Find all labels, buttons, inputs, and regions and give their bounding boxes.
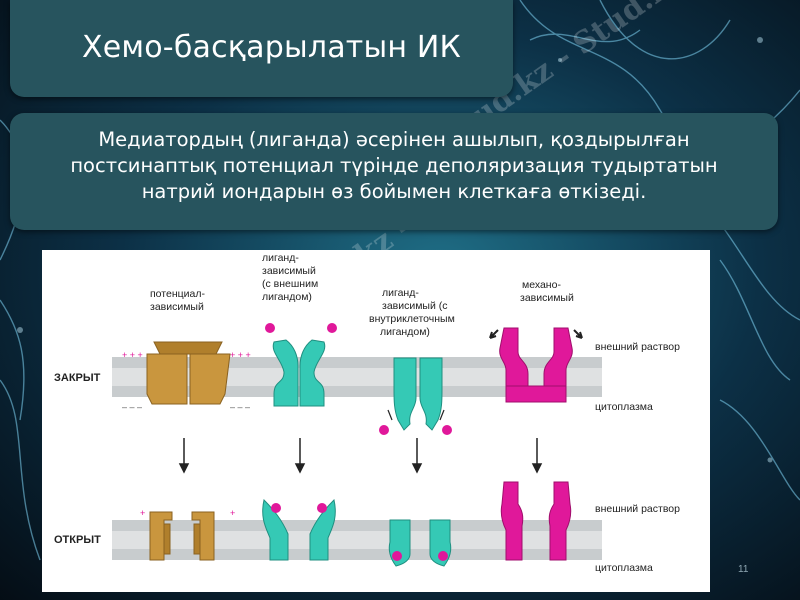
label-voltage-gated: потенциал- зависимый [150, 288, 205, 313]
state-closed-label: ЗАКРЫТ [54, 372, 101, 384]
ligand-gated-internal-channel-closed [393, 357, 443, 431]
svg-text:зависимый: зависимый [150, 301, 204, 313]
slide-title: Хемо-басқарылатын ИК [82, 30, 462, 65]
label-mechano-gated: механо- зависимый [520, 279, 574, 304]
state-open-label: ОТКРЫТ [54, 534, 101, 546]
minus-charges: – – – [122, 402, 142, 412]
description-line: постсинаптық потенциал түрінде деполяриз… [70, 154, 718, 177]
arrow-icon [439, 409, 445, 421]
page-number: 11 [738, 564, 749, 575]
plus-charges: + + + [230, 350, 251, 360]
svg-text:лигандом): лигандом) [380, 326, 430, 338]
svg-text:механо-: механо- [522, 279, 561, 291]
description-panel: Медиатордың (лиганда) әсерінен ашылып, қ… [10, 113, 778, 230]
voltage-gated-channel-closed [146, 341, 231, 405]
minus-charges: – – – [230, 402, 250, 412]
ligand-molecule-bound [392, 551, 402, 561]
svg-text:лигандом): лигандом) [262, 291, 312, 303]
ligand-gated-channel-open [262, 499, 336, 561]
arrow-icon [387, 409, 393, 421]
ligand-gated-channel-closed [272, 339, 326, 407]
cytoplasm-label-bottom: цитоплазма [595, 562, 653, 574]
force-arrow-icon [489, 329, 499, 339]
ligand-molecule [265, 323, 275, 333]
outer-solution-label-bottom: внешний раствор [595, 503, 680, 515]
diagram-svg: ЗАКРЫТ ОТКРЫТ потенциал- зависимый лиган… [54, 252, 680, 574]
description-line: Медиатордың (лиганда) әсерінен ашылып, қ… [98, 128, 690, 151]
outer-solution-label-top: внешний раствор [595, 341, 680, 353]
ligand-molecule-bound [271, 503, 281, 513]
force-arrow-icon [573, 329, 583, 339]
membrane-open [112, 520, 602, 560]
plus-charges-open: + [230, 508, 235, 518]
ligand-molecule [379, 425, 389, 435]
svg-text:зависимый: зависимый [262, 265, 316, 277]
mechano-gated-channel-open [500, 481, 572, 561]
svg-text:потенциал-: потенциал- [150, 288, 205, 300]
ligand-molecule [442, 425, 452, 435]
description-text: Медиатордың (лиганда) әсерінен ашылып, қ… [10, 127, 778, 205]
svg-text:(с внешним: (с внешним [262, 278, 318, 290]
voltage-gated-channel-open [149, 511, 215, 561]
svg-text:зависимый (с: зависимый (с [382, 300, 448, 312]
cytoplasm-label-top: цитоплазма [595, 401, 653, 413]
ligand-molecule-bound [317, 503, 327, 513]
plus-charges: + + + [122, 350, 143, 360]
svg-text:лиганд-: лиганд- [382, 287, 419, 299]
mechano-gated-channel-closed [499, 327, 573, 403]
svg-text:лиганд-: лиганд- [262, 252, 299, 264]
svg-text:зависимый: зависимый [520, 292, 574, 304]
svg-text:внутриклеточным: внутриклеточным [369, 313, 455, 325]
label-ligand-external: лиганд- зависимый (с внешним лигандом) [262, 252, 318, 303]
plus-charges-open: + [140, 508, 145, 518]
description-line: натрий иондарын өз бойымен клеткаға өткі… [141, 180, 647, 203]
ligand-molecule-bound [438, 551, 448, 561]
title-panel: Хемо-басқарылатын ИК [10, 0, 513, 97]
ion-channel-diagram: ЗАКРЫТ ОТКРЫТ потенциал- зависимый лиган… [42, 250, 710, 592]
label-ligand-internal: лиганд- зависимый (с внутриклеточным лиг… [369, 287, 455, 338]
ligand-molecule [327, 323, 337, 333]
transition-arrows [178, 438, 543, 474]
